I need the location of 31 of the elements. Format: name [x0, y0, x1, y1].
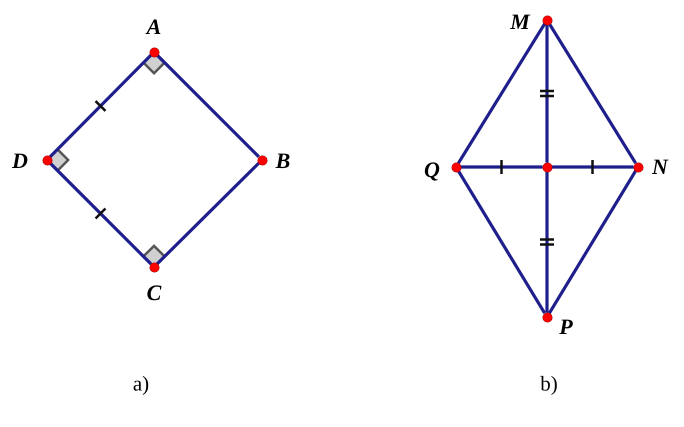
point-dot — [634, 162, 642, 172]
line-segment — [548, 22, 637, 164]
line-segment — [552, 165, 634, 169]
line-segment — [457, 22, 546, 164]
line-segment — [548, 170, 638, 314]
point-dot — [542, 16, 552, 24]
point-label: B — [276, 150, 290, 172]
line-segment — [49, 54, 152, 158]
point-label: Q — [424, 159, 440, 181]
line-segment — [456, 170, 546, 314]
line-segment — [545, 24, 549, 162]
point-label: A — [146, 16, 162, 38]
point-dot — [150, 48, 158, 56]
figure-label: a) — [132, 374, 150, 394]
line-segment — [156, 162, 260, 265]
line-segment — [49, 162, 152, 265]
point-label: C — [146, 282, 162, 304]
point-label: P — [559, 316, 573, 338]
point-label: N — [652, 156, 668, 178]
point-label: D — [12, 150, 28, 172]
point-dot — [452, 162, 460, 172]
point-dot — [258, 156, 266, 164]
point-dot — [42, 156, 52, 164]
point-dot — [542, 312, 552, 322]
point-dot — [542, 162, 552, 172]
figure-label: b) — [540, 374, 558, 394]
point-dot — [150, 262, 158, 272]
line-segment — [545, 172, 549, 312]
line-segment — [156, 54, 260, 158]
point-label: M — [510, 11, 530, 33]
line-segment — [460, 165, 542, 169]
